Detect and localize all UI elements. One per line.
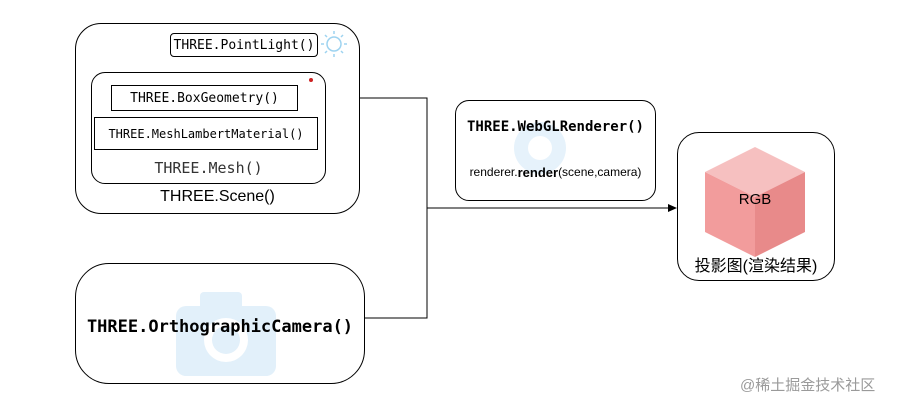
render-call-args: (scene,camera)	[558, 165, 642, 179]
renderer-label: THREE.WebGLRenderer()	[466, 119, 644, 135]
box-geometry-label: THREE.BoxGeometry()	[130, 90, 279, 106]
render-call-method: render	[517, 164, 559, 180]
scene-connector	[360, 97, 428, 208]
cube-label: RGB	[738, 190, 772, 208]
render-call: renderer.render(scene,camera)	[455, 162, 656, 182]
lambert-material-box[interactable]: THREE.MeshLambertMaterial()	[94, 117, 318, 150]
point-light-box[interactable]: THREE.PointLight()	[170, 33, 318, 57]
camera-connector	[365, 208, 428, 319]
render-call-prefix: renderer.	[469, 165, 518, 179]
point-light-label: THREE.PointLight()	[173, 37, 315, 53]
watermark-text: @稀土掘金技术社区	[740, 377, 876, 394]
camera-label: THREE.OrthographicCamera()	[86, 317, 354, 337]
box-geometry-box[interactable]: THREE.BoxGeometry()	[111, 85, 298, 111]
mesh-label: THREE.Mesh()	[154, 159, 263, 177]
result-caption: 投影图(渲染结果)	[694, 258, 818, 275]
scene-label: THREE.Scene()	[160, 188, 275, 205]
lambert-material-label: THREE.MeshLambertMaterial()	[108, 126, 304, 141]
output-arrowhead	[668, 204, 677, 212]
